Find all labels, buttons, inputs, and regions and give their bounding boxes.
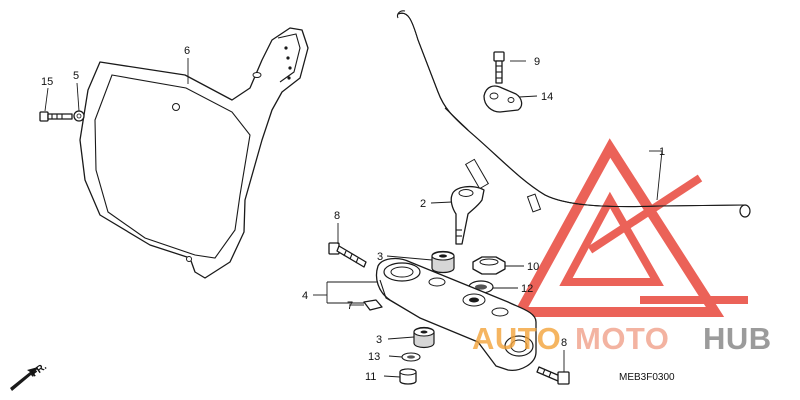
callout-6: 6: [184, 45, 190, 57]
watermark-logo-mark: [511, 138, 748, 317]
bolt-9: [493, 51, 505, 84]
front-indicator-label: FR.: [29, 361, 49, 379]
callout-3-upper: 3: [377, 251, 383, 263]
damper-bushing-3-upper: [431, 250, 455, 274]
callout-1: 1: [659, 146, 665, 158]
callout-2: 2: [420, 198, 426, 210]
callout-5: 5: [73, 70, 79, 82]
leader-lines: [44, 58, 663, 378]
callout-12: 12: [521, 283, 533, 295]
callout-4: 4: [302, 290, 308, 302]
nut-5: [73, 110, 85, 122]
nut-11: [399, 368, 417, 385]
callout-15: 15: [41, 76, 53, 88]
bolt-15: [39, 111, 73, 122]
watermark-moto: MOTO: [575, 321, 669, 356]
plate-7: [363, 299, 383, 311]
diagram-code: MEB3F0300: [619, 372, 675, 383]
callout-3-lower: 3: [376, 334, 382, 346]
handlebar-lower-holder-2: [450, 185, 485, 245]
callout-14: 14: [541, 91, 553, 103]
washer-13: [401, 352, 421, 362]
bolt-8-lower: [536, 366, 570, 385]
damper-bushing-3-lower: [413, 326, 435, 349]
callout-8-upper: 8: [334, 210, 340, 222]
callout-labels: 1 2 3 3 4 5 6 7 8 8 9 10 11 12 13 14 15: [41, 45, 665, 383]
watermark-hub: HUB: [703, 321, 772, 356]
watermark-text: AUTO MOTO HUB: [472, 321, 772, 356]
callout-11: 11: [365, 371, 376, 383]
bolt-8-upper: [328, 242, 367, 268]
callout-9: 9: [534, 56, 540, 68]
callout-7: 7: [347, 300, 353, 312]
handlebar: [396, 10, 751, 218]
callout-10: 10: [527, 261, 539, 273]
callout-13: 13: [368, 351, 380, 363]
number-plate: [79, 27, 309, 279]
watermark-auto: AUTO: [472, 321, 561, 356]
nut-10: [472, 256, 506, 275]
callout-8-lower: 8: [561, 337, 567, 349]
front-arrow-icon: [10, 367, 38, 391]
handlebar-holder-14: [483, 85, 523, 113]
top-bridge: [375, 257, 537, 371]
